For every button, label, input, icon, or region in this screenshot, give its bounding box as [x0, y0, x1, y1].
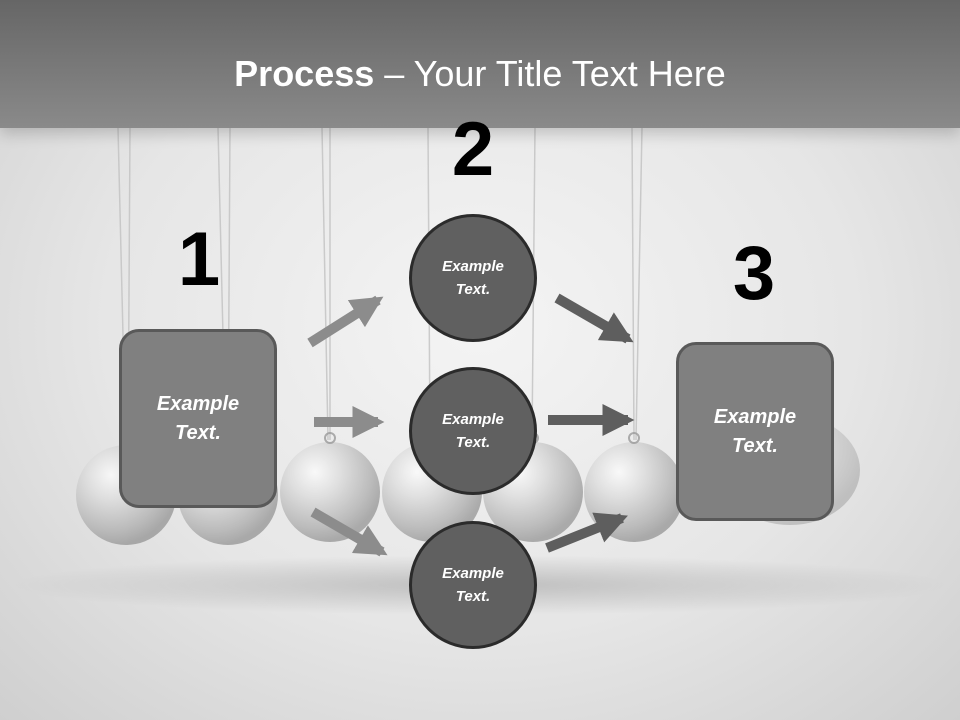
title-bold: Process — [234, 53, 375, 94]
step-number-1: 1 — [177, 217, 221, 302]
arrow-1-to-top — [307, 295, 384, 348]
circle-top-line1: Example — [442, 258, 504, 275]
title-rest: – Your Title Text Here — [374, 53, 726, 94]
step-3-box: Example Text. — [676, 342, 834, 521]
step-2-circle-middle: Example Text. — [409, 367, 537, 495]
step-2-circle-bottom: Example Text. — [409, 521, 537, 649]
title-bar: Process – Your Title Text Here — [0, 0, 960, 128]
step-1-box: Example Text. — [119, 329, 277, 508]
step-3-text-line2: Text. — [732, 434, 778, 457]
step-3-text-line1: Example — [713, 405, 797, 428]
circle-bottom-line1: Example — [442, 565, 504, 582]
step-1-text-line1: Example — [156, 392, 240, 415]
arrow-bottom-to-3 — [545, 512, 628, 553]
step-number-3: 3 — [732, 231, 776, 316]
circle-top-line2: Text. — [455, 281, 491, 298]
arrow-top-to-3 — [554, 293, 634, 344]
circle-middle-line2: Text. — [455, 434, 491, 451]
circle-middle-line1: Example — [442, 411, 504, 428]
circle-bottom-line2: Text. — [455, 588, 491, 605]
step-2-circle-top: Example Text. — [409, 214, 537, 342]
arrow-1-to-bottom — [310, 507, 388, 557]
step-number-2: 2 — [451, 107, 495, 192]
slide-title: Process – Your Title Text Here — [0, 52, 960, 96]
step-1-text-line2: Text. — [175, 421, 221, 444]
